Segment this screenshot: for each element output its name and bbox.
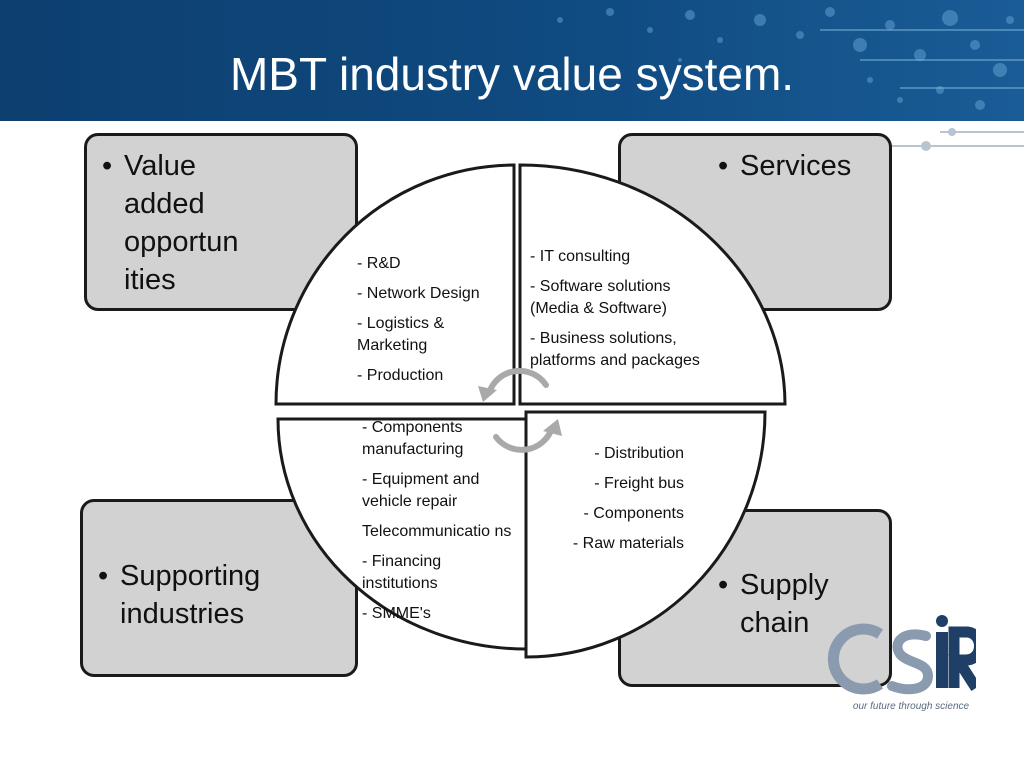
list-item: - Components manufacturing [362, 419, 464, 458]
label-supporting-industries: • Supporting industries [98, 557, 290, 633]
list-item: - Business solutions, platforms and pack… [530, 330, 700, 369]
list-item: - Equipment and vehicle repair [362, 471, 480, 510]
list-item: - Production [357, 367, 444, 384]
page-title: MBT industry value system. [229, 48, 795, 100]
list-item: - Raw materials [572, 535, 684, 552]
list-item: - Software solutions (Media & Software) [530, 278, 671, 317]
list-item: - SMME's [362, 605, 431, 622]
quadrant-top-left [274, 163, 516, 406]
quadrant-bottom-left [276, 417, 528, 651]
quadrant-top-right [518, 163, 787, 406]
decorative-line [890, 128, 1024, 151]
label-services: • Services [718, 147, 880, 185]
quadrant-text-top-right: - IT consulting - Software solutions (Me… [530, 246, 706, 380]
list-item: - Freight bus [594, 475, 684, 492]
bullet: • [98, 560, 109, 592]
list-item: - Logistics & Marketing [357, 315, 445, 354]
quadrant-text-bottom-right: - Distribution - Freight bus - Component… [540, 443, 684, 563]
bullet: • [718, 569, 729, 601]
label-supply-chain: • Supply chain [718, 566, 850, 642]
list-item: - Network Design [357, 285, 480, 302]
csir-logo [827, 615, 976, 695]
bullet: • [718, 150, 729, 182]
header-dot-pattern [557, 7, 1024, 110]
list-item: - Financing institutions [362, 553, 442, 592]
quadrant-text-top-left: - R&D - Network Design - Logistics & Mar… [357, 253, 507, 395]
list-item: - IT consulting [530, 248, 631, 265]
quadrant-bottom-right [524, 410, 767, 659]
logo-tagline: our future through science [852, 701, 970, 712]
list-item: - R&D [357, 255, 401, 272]
list-item: - Distribution [594, 445, 684, 462]
list-item: Telecommunicatio ns [362, 523, 512, 540]
list-item: - Components [583, 505, 685, 522]
cycle-arrows-icon [486, 367, 555, 453]
slide-header: MBT industry value system. [0, 0, 1024, 121]
bullet: • [102, 150, 113, 182]
label-value-added: • Value added opportun ities [102, 147, 274, 299]
quadrant-text-bottom-left: - Components manufacturing - Equipment a… [362, 417, 514, 633]
